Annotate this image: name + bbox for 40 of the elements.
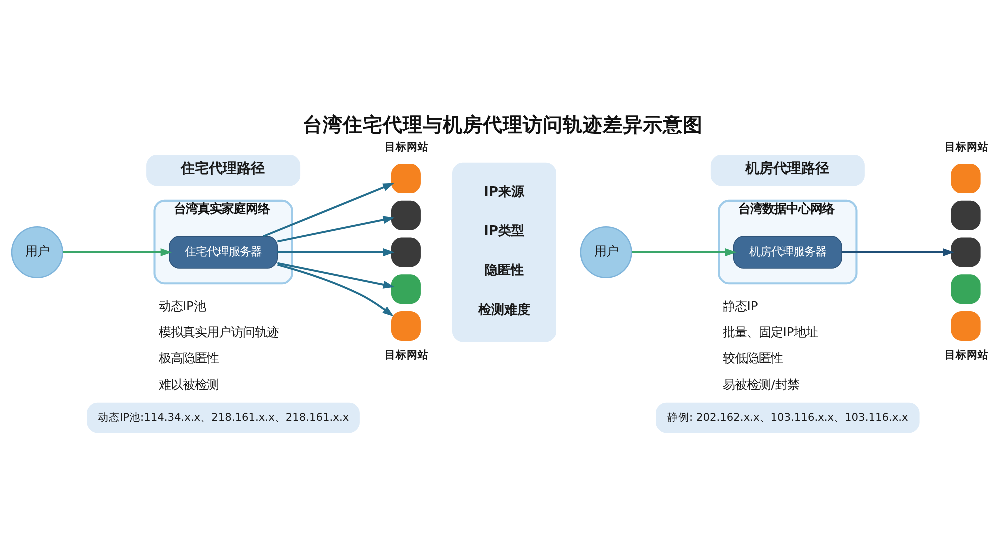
arrow: [278, 248, 395, 256]
node-box: [391, 274, 421, 304]
label: 较低隐匿性: [723, 351, 784, 366]
node-box: [951, 274, 981, 304]
node-box: [391, 237, 421, 267]
node-box: [951, 164, 981, 194]
node-box: 住宅代理路径: [146, 154, 301, 186]
node-box: [951, 200, 981, 230]
arrow: [63, 248, 172, 256]
arrow: [632, 248, 737, 256]
label: 极高隐匿性: [158, 351, 219, 366]
arrow: [278, 264, 394, 316]
node-box: IP来源 IP类型 隐匿性 检测难度: [452, 162, 557, 342]
arrow: [278, 262, 395, 288]
arrow: [263, 182, 395, 237]
arrow: [842, 248, 954, 256]
label: 批量、固定IP地址: [723, 324, 818, 339]
node-box: [391, 200, 421, 230]
node-label: 目标网站: [944, 140, 989, 153]
node-box: 住宅代理服务器: [169, 236, 278, 268]
node-box: [391, 311, 421, 340]
node-box: [951, 311, 981, 340]
node-circle: 用户: [580, 226, 632, 278]
diagram-title: 台湾住宅代理与机房代理访问轨迹差异示意图: [303, 112, 704, 136]
label: 静态IP: [723, 298, 758, 313]
node-circle: 用户: [11, 226, 64, 278]
label: 难以被检测: [158, 377, 219, 392]
node-label: 目标网站: [944, 348, 989, 362]
node-label: 目标网站: [384, 348, 429, 362]
node-label: 目标网站: [384, 140, 429, 153]
node-box: [951, 237, 981, 267]
node-box: 机房代理路径: [710, 154, 865, 186]
node-box: 动态IP池:114.34.x.x、218.161.x.x、218.161.x.x: [87, 402, 360, 433]
label: 动态IP池: [158, 298, 206, 313]
node-box: 静例: 202.162.x.x、103.116.x.x、103.116.x.x: [656, 402, 920, 433]
arrow: [278, 216, 395, 242]
node-box: [391, 164, 421, 194]
label: 模拟真实用户访问轨迹: [158, 324, 279, 339]
label: 易被检测/封禁: [723, 377, 800, 392]
node-box: 机房代理服务器: [733, 236, 842, 268]
